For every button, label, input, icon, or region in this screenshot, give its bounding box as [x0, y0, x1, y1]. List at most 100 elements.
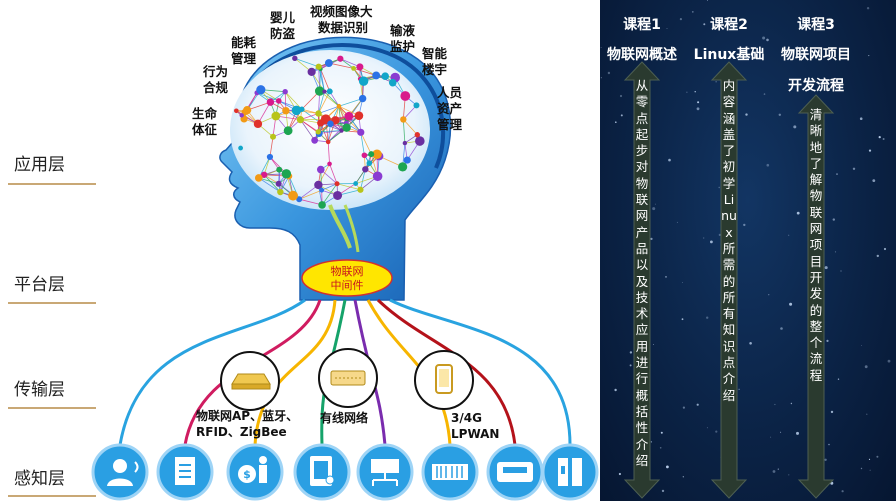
star — [780, 327, 783, 330]
brain-node — [402, 140, 408, 146]
brain-node — [281, 169, 292, 179]
star — [682, 476, 684, 478]
brain-node — [254, 174, 263, 182]
brain-node — [372, 149, 382, 160]
brain-node — [337, 55, 344, 62]
star — [788, 234, 790, 236]
star — [796, 46, 798, 48]
brain-node — [314, 180, 323, 190]
star — [876, 254, 879, 258]
brain-link — [328, 62, 354, 69]
brain-node — [292, 55, 298, 62]
course-2-arrow — [710, 61, 748, 499]
brain-node — [291, 105, 302, 116]
star — [703, 23, 706, 26]
course-3-arrow — [797, 94, 835, 499]
layer-label-platform: 平台层 — [14, 275, 65, 295]
star — [694, 91, 696, 93]
layer-label-application: 应用层 — [14, 155, 65, 175]
brain-link — [299, 198, 323, 206]
middleware-label-line1: 物联网 — [331, 264, 364, 278]
brain-node — [275, 98, 282, 104]
brain-link — [340, 58, 361, 68]
brain-node — [324, 59, 333, 67]
brain-node — [271, 111, 281, 121]
brain-node — [315, 129, 321, 135]
star — [650, 441, 652, 443]
brain-node — [366, 160, 373, 166]
star — [749, 342, 752, 345]
star — [696, 107, 700, 111]
brain-link — [294, 57, 319, 68]
star — [826, 339, 829, 342]
star — [763, 93, 766, 95]
star — [778, 113, 781, 117]
star — [715, 81, 717, 83]
layer-divider — [8, 407, 96, 409]
brain-node — [388, 78, 397, 87]
star — [619, 94, 623, 98]
brain-link — [324, 91, 340, 107]
middleware-badge — [301, 259, 393, 297]
star — [600, 47, 602, 48]
star — [618, 472, 621, 476]
document-icon — [156, 443, 214, 501]
diagram-canvas: 物联网 中间件 物联网AP、蓝牙、 RFID、ZigBee — [91, 4, 599, 501]
star — [852, 167, 856, 170]
ethernet-switch-icon — [330, 370, 366, 386]
star — [777, 468, 779, 470]
star — [676, 221, 678, 223]
brain-node — [266, 153, 274, 161]
brain-nodes — [234, 55, 425, 209]
brain-link — [314, 123, 331, 141]
payment-person-icon: $ — [226, 443, 284, 501]
course-1-title: 物联网概述 — [607, 47, 677, 63]
brain-node — [276, 166, 283, 173]
star — [780, 431, 782, 433]
star — [650, 237, 653, 240]
brain-link — [336, 183, 361, 191]
layer-divider — [8, 302, 96, 304]
star — [706, 427, 708, 429]
course-2-title: Linux基础 — [693, 47, 765, 63]
brain-node — [327, 161, 332, 167]
app-label-compliance-1: 行为 — [202, 64, 228, 79]
brain-node — [351, 65, 356, 71]
brain-node — [318, 201, 326, 209]
star — [796, 431, 799, 435]
star — [710, 240, 713, 244]
course-1-arrow — [623, 61, 661, 499]
star — [679, 18, 682, 21]
brain-node — [414, 132, 421, 138]
brain-link — [269, 136, 274, 157]
brain-link — [284, 91, 303, 110]
tablet-touch-icon — [293, 443, 351, 501]
cellular-label-line2: LPWAN — [451, 427, 499, 441]
brain-link — [258, 177, 281, 193]
course-3-description: 清晰地了解物联网项目开发的整个流程 — [809, 107, 823, 383]
wired-network-node — [318, 348, 378, 408]
brain-node — [354, 111, 364, 120]
svg-text:$: $ — [243, 468, 251, 481]
brain-link — [318, 91, 325, 114]
brain-link — [321, 183, 338, 191]
brain-node — [361, 152, 368, 159]
star — [691, 11, 694, 13]
star — [830, 410, 834, 414]
brain-node — [339, 128, 344, 133]
brain-node — [400, 116, 407, 123]
star — [697, 101, 700, 104]
star — [861, 345, 862, 346]
smartphone-icon — [435, 364, 453, 394]
app-label-asset-3: 管理 — [437, 117, 463, 132]
app-label-compliance-2: 合规 — [203, 80, 229, 95]
brain-link — [321, 183, 338, 206]
brain-node — [356, 63, 364, 71]
star — [768, 294, 770, 296]
star — [743, 223, 746, 227]
brain-node — [282, 88, 288, 95]
brain-node — [260, 171, 268, 178]
star — [652, 207, 656, 211]
panel-decor — [600, 0, 891, 499]
star — [882, 138, 885, 140]
